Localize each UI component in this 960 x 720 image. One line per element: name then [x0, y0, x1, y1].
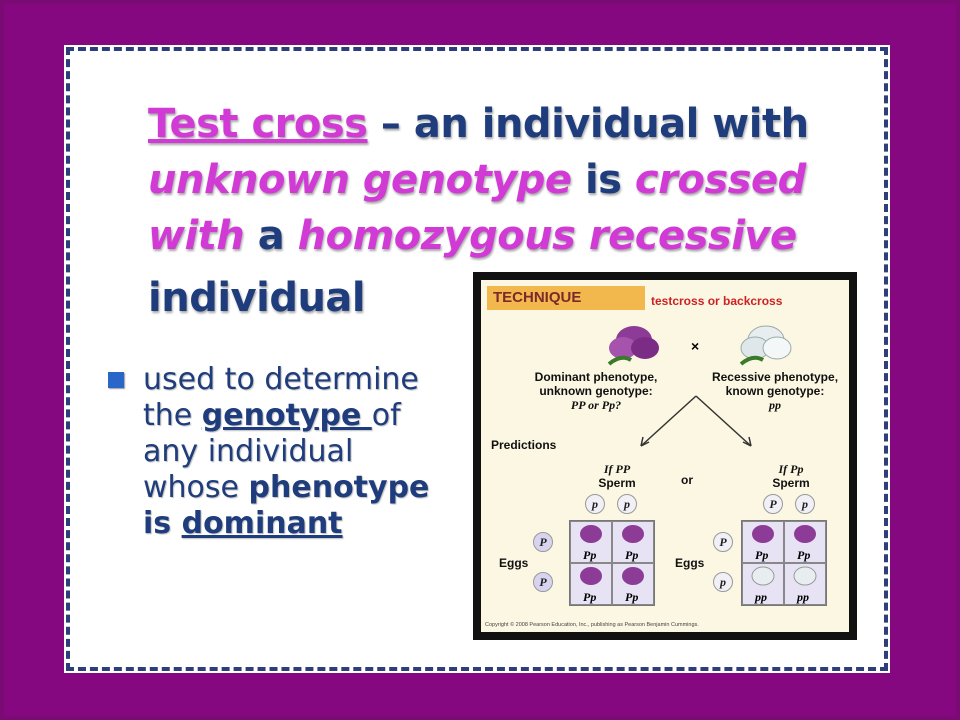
cell-genotype: Pp: [583, 548, 597, 562]
bullet-item: used to determine the genotype of any in…: [108, 362, 448, 542]
title-unknown-genotype: unknown genotype: [148, 157, 572, 203]
title-with: with: [148, 213, 245, 259]
punnett-cell: pp: [784, 563, 826, 605]
punnett-cell: Pp: [742, 521, 784, 563]
technique-label: TECHNIQUE: [487, 286, 645, 310]
prediction-arrows: [640, 395, 752, 447]
punnett-cell: Pp: [784, 521, 826, 563]
cross-symbol: ×: [691, 338, 700, 354]
sperm-right: Sperm: [772, 476, 810, 490]
punnett-cell: Pp: [612, 521, 654, 563]
title-a: a: [244, 213, 298, 259]
cell-genotype: Pp: [625, 590, 639, 604]
testcross-label: testcross or backcross: [651, 294, 783, 308]
title-term: Test cross: [148, 101, 368, 147]
predictions-label: Predictions: [491, 438, 557, 452]
title-individual: individual: [148, 275, 366, 321]
eggs-left: Eggs: [499, 556, 529, 570]
bullet-square-icon: [108, 372, 124, 388]
cell-genotype: pp: [797, 590, 809, 604]
egg-allele-circle: p: [713, 572, 733, 592]
bullet-text-2: of any individual whose: [143, 398, 401, 505]
dominant-label: Dominant phenotype, unknown genotype: PP…: [521, 370, 671, 412]
title-dash: – an individual with: [367, 101, 809, 147]
bullet-phenotype-is: phenotype is: [143, 470, 430, 541]
punnett-cell: Pp: [612, 563, 654, 605]
dominant-label-line3: PP or Pp?: [570, 398, 622, 412]
sperm-left: Sperm: [598, 476, 636, 490]
recessive-label: Recessive phenotype, known genotype: pp: [705, 370, 845, 412]
cell-genotype: pp: [755, 590, 767, 604]
bullet-text-1: used to determine the: [143, 362, 419, 433]
sperm-allele-circle: P: [763, 494, 783, 514]
dominant-label-line1: Dominant phenotype,: [534, 370, 658, 384]
white-flower-icon: [739, 325, 792, 366]
title-crossed: crossed: [634, 157, 806, 203]
egg-allele-circle: P: [713, 532, 733, 552]
sperm-allele-circle: p: [617, 494, 637, 514]
purple-flower-icon: [607, 326, 659, 366]
egg-allele-circle: P: [533, 572, 553, 592]
bullet-genotype: genotype: [201, 398, 372, 433]
recessive-label-line1: Recessive phenotype,: [711, 370, 839, 384]
title-is: is: [571, 157, 635, 203]
if-pp-right-text: If Pp: [778, 462, 804, 476]
cell-genotype: Pp: [755, 548, 769, 562]
slide-title: Test cross – an individual with unknown …: [148, 96, 828, 326]
testcross-figure: TECHNIQUE testcross or backcross × Domin…: [473, 272, 857, 640]
punnett-square-right: Pp Pp pp pp: [741, 520, 827, 606]
title-homozygous-recessive: homozygous recessive: [297, 213, 798, 259]
punnett-cell: Pp: [570, 521, 612, 563]
punnett-square-left: Pp Pp Pp Pp: [569, 520, 655, 606]
punnett-cell: pp: [742, 563, 784, 605]
sperm-allele-circle: p: [795, 494, 815, 514]
cell-genotype: Pp: [625, 548, 639, 562]
if-pp-left-text: If PP: [603, 462, 631, 476]
bullet-dominant: dominant: [181, 506, 343, 541]
egg-allele-circle: P: [533, 532, 553, 552]
copyright-text: Copyright © 2008 Pearson Education, Inc.…: [485, 622, 699, 628]
recessive-label-line3: pp: [769, 398, 781, 412]
recessive-label-line2: known genotype:: [725, 384, 825, 398]
sperm-allele-circle: p: [585, 494, 605, 514]
dominant-label-line2: unknown genotype:: [539, 384, 653, 398]
cell-genotype: Pp: [583, 590, 597, 604]
eggs-right: Eggs: [675, 556, 705, 570]
or-label: or: [681, 473, 693, 487]
cell-genotype: Pp: [797, 548, 811, 562]
punnett-cell: Pp: [570, 563, 612, 605]
